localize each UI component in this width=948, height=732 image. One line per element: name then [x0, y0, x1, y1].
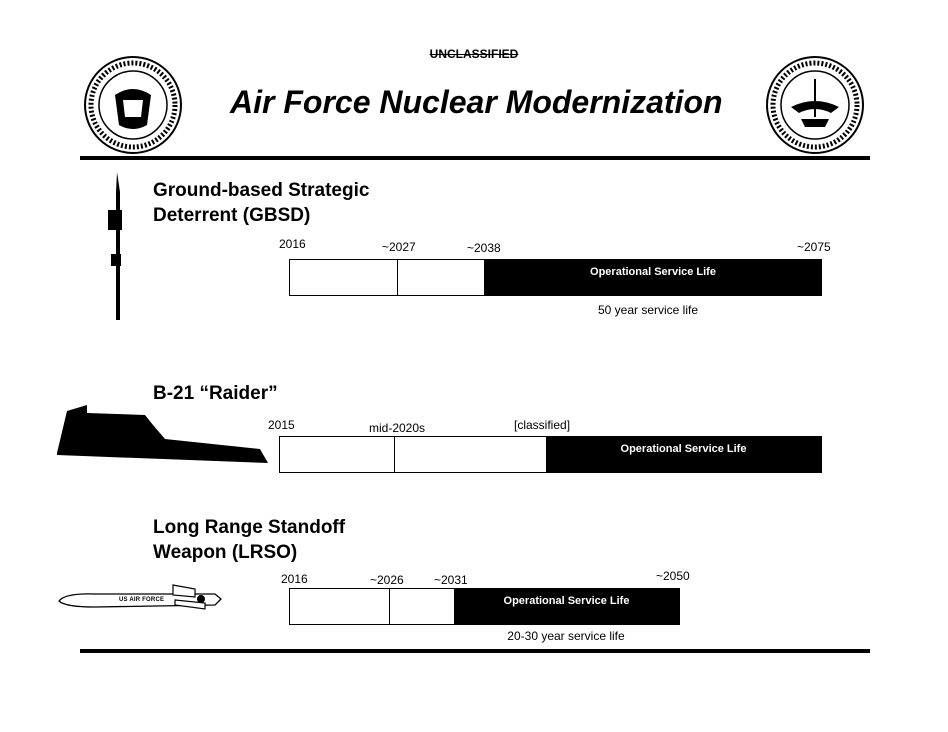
milestone-label: 2016 [279, 237, 306, 251]
icbm-missile-icon [108, 172, 122, 320]
milestone-label: ~2027 [382, 240, 416, 254]
service-life-note: 20-30 year service life [507, 629, 625, 643]
milestone-label: mid-2020s [369, 421, 426, 435]
cruise-missile-icon [58, 584, 222, 610]
title-line: Ground-based Strategic [153, 180, 370, 201]
milestone-label: ~2075 [797, 240, 831, 254]
air-force-seal-icon [84, 56, 182, 154]
milestone-label: 2016 [281, 572, 308, 586]
missile-marking-text: US AIR FORCE [119, 597, 165, 603]
title-line: Long Range Standoff [153, 517, 346, 538]
milestone-label: ~2038 [467, 241, 501, 255]
timeline-bar-b21: Operational Service Life [279, 436, 822, 473]
page-title: Air Force Nuclear Modernization [230, 84, 723, 120]
milestone-label: ~2026 [370, 573, 404, 587]
program-title-lrso: Long Range Standoff Weapon (LRSO) [153, 515, 345, 565]
stealth-bomber-icon [57, 405, 268, 463]
milestone-label: ~2031 [434, 573, 468, 587]
title-line: Deterrent (GBSD) [153, 205, 311, 226]
milestone-label: 2015 [268, 418, 295, 432]
timeline-phase [398, 260, 485, 295]
title-line: B-21 “Raider” [153, 383, 278, 404]
operational-phase: Operational Service Life [454, 589, 679, 624]
timeline-phase [395, 437, 546, 472]
top-rule [80, 156, 870, 160]
program-title-gbsd: Ground-based Strategic Deterrent (GBSD) [153, 178, 369, 228]
timeline-phase [290, 260, 398, 295]
classification-banner: UNCLASSIFIED [429, 47, 519, 61]
service-life-note: 50 year service life [597, 303, 699, 317]
operational-phase: Operational Service Life [485, 260, 821, 295]
operational-phase: Operational Service Life [546, 437, 821, 472]
timeline-phase [390, 589, 454, 624]
milestone-label: ~2050 [656, 569, 690, 583]
program-title-b21: B-21 “Raider” [153, 381, 278, 406]
timeline-bar-gbsd: Operational Service Life [289, 259, 822, 296]
milestone-label: [classified] [514, 418, 571, 432]
timeline-phase [280, 437, 395, 472]
navy-seal-icon [766, 56, 864, 154]
title-line: Weapon (LRSO) [153, 542, 298, 563]
timeline-phase [290, 589, 390, 624]
timeline-bar-lrso: Operational Service Life [289, 588, 680, 625]
bottom-rule [80, 649, 870, 653]
